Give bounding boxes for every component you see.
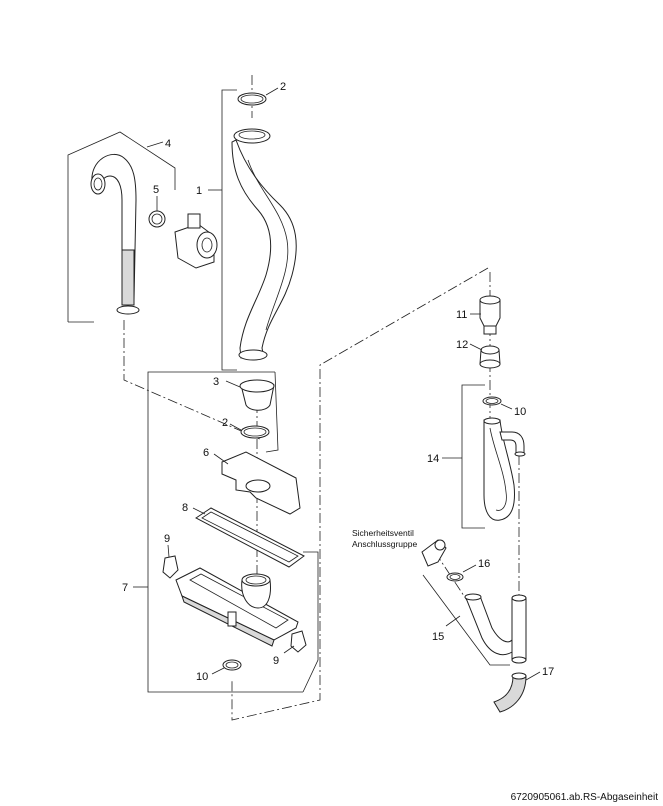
- hose-part-15: [465, 595, 513, 656]
- siphon-part-14-arm-end: [514, 451, 526, 457]
- flue-pipe-highlight: [247, 159, 289, 331]
- flue-pipe-bottom-collar: [238, 349, 268, 361]
- centerline-long: [231, 267, 489, 721]
- leader-part-4: [146, 141, 164, 148]
- o-ring-top-inner: [240, 94, 264, 104]
- seal-ring-part-5-inner: [151, 213, 163, 225]
- leader-part-10-lower: [211, 667, 225, 675]
- safety-valve-label-line2: Anschlussgruppe: [352, 539, 417, 549]
- callout-3: 3: [213, 376, 219, 388]
- o-ring-part-16-inner: [449, 574, 461, 580]
- callout-1: 1: [196, 185, 202, 197]
- valve-part-11-nozzle: [483, 325, 497, 335]
- bracket-part-1: [221, 89, 237, 371]
- callout-4: 4: [165, 138, 171, 150]
- leader-part-16: [462, 564, 477, 573]
- leader-part-10-upper: [500, 403, 513, 410]
- sensor-fitting-flange: [196, 231, 218, 259]
- condensate-tray-inner: [189, 573, 289, 629]
- leader-part-8: [192, 507, 206, 515]
- callout-7: 7: [122, 582, 128, 594]
- callout-6: 6: [203, 447, 209, 459]
- leader-part-9-right: [283, 645, 295, 654]
- gasket-part-8-inner: [201, 511, 299, 563]
- siphon-part-14-top: [483, 417, 501, 425]
- bracket-part-4: [67, 131, 176, 322]
- flue-pipe-top-inner: [238, 130, 266, 140]
- o-ring-part-10-lower: [222, 659, 242, 671]
- valve-part-11-top: [479, 295, 501, 305]
- figure-caption: 6720905061.ab.RS-Abgaseinheit: [511, 792, 659, 803]
- condensate-tray-outlet: [227, 611, 237, 627]
- leader-part-15: [445, 615, 461, 627]
- callout-9-left: 9: [164, 533, 170, 545]
- callout-10-upper: 10: [514, 406, 526, 418]
- leader-part-2-top: [265, 87, 279, 96]
- callout-8: 8: [182, 502, 188, 514]
- callout-2-lower: 2: [222, 417, 228, 429]
- adapter-plate-opening: [245, 479, 271, 493]
- callout-12: 12: [456, 339, 468, 351]
- air-intake-tube-lower: [121, 249, 135, 306]
- callout-2-top: 2: [280, 81, 286, 93]
- hose-part-15-top: [464, 593, 482, 601]
- siphon-part-14: [483, 419, 515, 521]
- safety-valve-label-line1: Sicherheitsventil: [352, 528, 414, 538]
- tee-connector-top: [511, 594, 527, 602]
- callout-9-right: 9: [273, 655, 279, 667]
- callout-10-lower: 10: [196, 671, 208, 683]
- safety-valve-fitting-end: [434, 539, 446, 551]
- centerline-left: [123, 320, 263, 441]
- drain-hose-part-17-top: [511, 672, 527, 680]
- callout-17: 17: [542, 666, 554, 678]
- sensor-fitting-flange-inner: [201, 237, 213, 253]
- callout-15: 15: [432, 631, 444, 643]
- condensate-tray-spigot-inner: [245, 575, 267, 585]
- leader-part-9-left: [167, 544, 170, 558]
- leader-part-17: [525, 671, 541, 681]
- air-intake-tube-mouth-inner: [93, 177, 103, 191]
- leader-part-12: [469, 343, 483, 351]
- seal-ring-part-5: [148, 210, 166, 228]
- air-intake-tube-end: [116, 305, 140, 315]
- callout-14: 14: [427, 453, 439, 465]
- clip-part-9-left: [162, 555, 179, 579]
- bracket-part-7: [147, 371, 303, 693]
- o-ring-lower-inner: [243, 427, 267, 437]
- air-intake-tube-mouth: [90, 173, 106, 195]
- bracket-part-7-right: [302, 551, 319, 693]
- connector-part-12-top: [480, 345, 500, 355]
- callout-16: 16: [478, 558, 490, 570]
- callout-5: 5: [153, 184, 159, 196]
- bracket-part-15: [422, 574, 510, 666]
- callout-11: 11: [456, 309, 467, 321]
- tee-connector: [511, 597, 527, 661]
- condensate-tray-spigot: [241, 579, 271, 609]
- bracket-part-14: [461, 384, 485, 529]
- gasket-part-8: [195, 507, 305, 568]
- sensor-fitting-plug: [187, 213, 201, 229]
- o-ring-part-10-upper-inner: [485, 398, 499, 404]
- leader-part-3: [225, 380, 241, 388]
- leader-part-6: [213, 453, 229, 465]
- drain-hose-part-17: [493, 675, 527, 713]
- flue-pipe: [231, 139, 297, 359]
- ring-part-3-top: [239, 379, 275, 393]
- o-ring-part-10-lower-inner: [225, 661, 239, 669]
- bracket-part-7-inner: [265, 371, 279, 453]
- connector-part-12-bottom: [479, 359, 501, 369]
- siphon-part-14-inner: [489, 427, 507, 511]
- tee-connector-bottom: [511, 656, 527, 664]
- clip-part-9-right: [290, 630, 307, 653]
- leader-part-2-lower: [229, 423, 242, 431]
